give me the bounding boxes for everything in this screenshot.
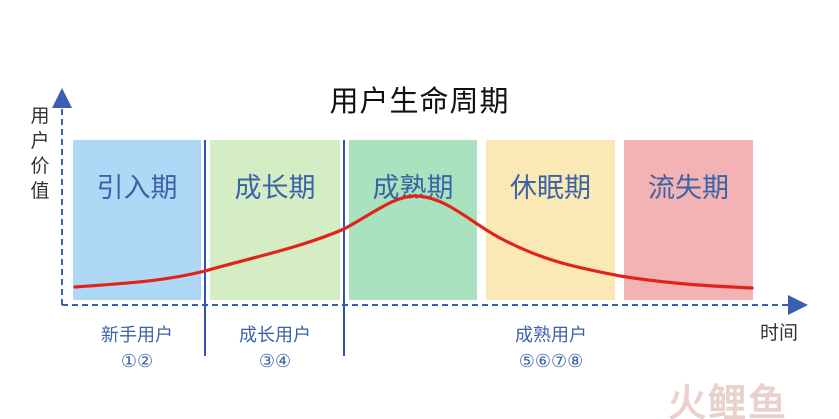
x-axis-label: 时间 <box>760 322 799 344</box>
group-newbie-markers: ①② <box>120 351 154 372</box>
stage-block-churn: 流失期 <box>624 140 753 300</box>
group-mature-markers: ⑤⑥⑦⑧ <box>518 351 584 372</box>
group-growth-markers: ③④ <box>258 351 292 372</box>
group-newbie-name: 新手用户 <box>101 325 173 346</box>
group-mature: 成熟用户 ⑤⑥⑦⑧ <box>349 323 753 375</box>
user-value-curve <box>73 194 754 290</box>
stage-block-growth: 成长期 <box>210 140 340 300</box>
stage-label-intro: 引入期 <box>96 173 178 204</box>
stage-block-intro: 引入期 <box>73 140 201 300</box>
stage-block-mature: 成熟期 <box>349 140 477 300</box>
stage-label-mature: 成熟期 <box>372 173 454 204</box>
group-growth: 成长用户 ③④ <box>210 323 340 375</box>
y-axis-label: 用户价值 <box>30 105 50 202</box>
group-growth-name: 成长用户 <box>239 325 311 346</box>
stage-label-growth: 成长期 <box>234 173 316 204</box>
stage-block-dormant: 休眠期 <box>486 140 615 300</box>
stage-label-churn: 流失期 <box>648 173 729 204</box>
stage-label-dormant: 休眠期 <box>510 173 591 204</box>
group-newbie: 新手用户 ①② <box>73 323 201 375</box>
diagram-title: 用户生命周期 <box>329 84 510 118</box>
watermark-logo: 火鲤鱼 <box>668 381 789 419</box>
group-mature-name: 成熟用户 <box>515 325 587 346</box>
